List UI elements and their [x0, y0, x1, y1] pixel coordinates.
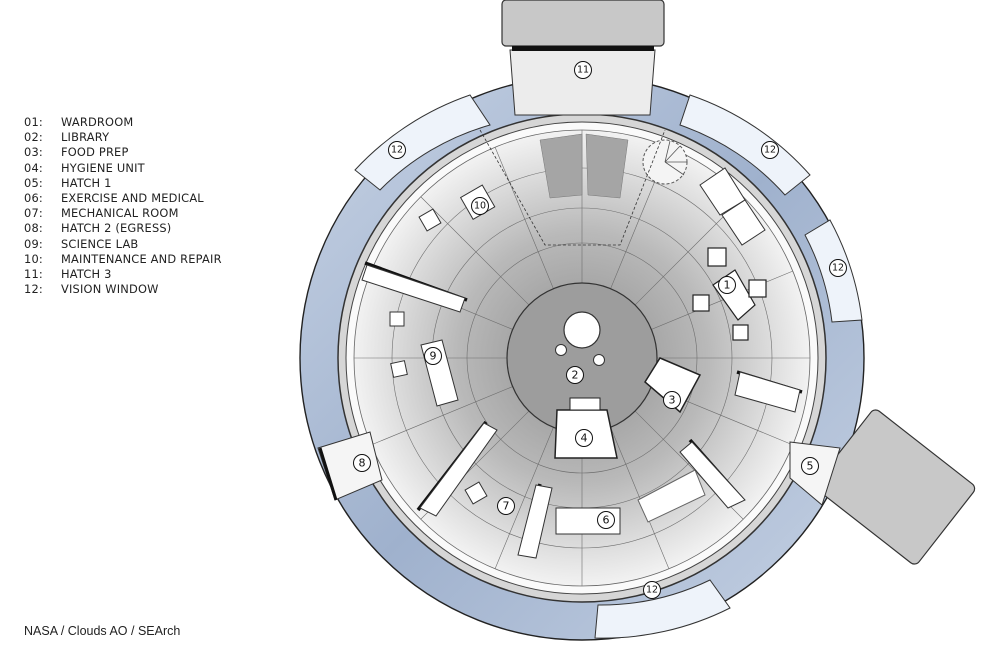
marker-12 — [388, 141, 406, 159]
marker-7 — [497, 497, 515, 515]
marker-8 — [353, 454, 371, 472]
legend-item: 07:MECHANICAL ROOM — [24, 206, 179, 221]
central-column — [563, 311, 601, 349]
svg-text:10: 10 — [474, 201, 486, 212]
marker-3 — [663, 391, 681, 409]
stowage-grilles — [539, 133, 629, 199]
marker-2 — [566, 366, 584, 384]
svg-text:9: 9 — [430, 350, 437, 363]
hatch-1-vestibule — [789, 441, 841, 506]
marker-4 — [575, 429, 593, 447]
marker-12 — [761, 141, 779, 159]
storage-units — [361, 264, 801, 559]
svg-text:4: 4 — [581, 432, 588, 445]
svg-text:3: 3 — [669, 394, 676, 407]
legend-item: 09:SCIENCE LAB — [24, 236, 139, 251]
legend-item: 04:HYGIENE UNIT — [24, 160, 145, 175]
medical-bed — [637, 469, 706, 523]
legend-item: 01:WARDROOM — [24, 115, 134, 129]
marker-10 — [471, 197, 489, 215]
storage-box — [389, 311, 405, 327]
svg-text:12: 12 — [646, 585, 658, 596]
svg-text:5: 5 — [807, 460, 814, 473]
spiral-stair — [642, 139, 688, 185]
legend-item: 05:HATCH 1 — [24, 175, 112, 190]
svg-text:2: 2 — [572, 369, 579, 382]
svg-text:12: 12 — [764, 145, 776, 156]
small-column — [593, 354, 605, 366]
library-shelf — [569, 397, 601, 411]
legend-item: 10:MAINTENANCE AND REPAIR — [24, 251, 222, 266]
svg-text:1: 1 — [724, 279, 731, 292]
upper-cabinets — [699, 167, 766, 246]
svg-text:12: 12 — [391, 145, 403, 156]
storage-box — [464, 481, 488, 505]
storage-box — [390, 360, 408, 378]
hatch-1-module — [814, 409, 976, 565]
storage-box — [418, 208, 442, 232]
legend-item: 11:HATCH 3 — [24, 267, 112, 282]
room-markers — [353, 61, 847, 599]
dashed-zone — [479, 129, 666, 246]
marker-11 — [574, 61, 592, 79]
legend-item: 03:FOOD PREP — [24, 145, 129, 160]
legend-item: 06:EXERCISE AND MEDICAL — [24, 191, 204, 206]
svg-text:8: 8 — [359, 457, 366, 470]
small-column — [555, 344, 567, 356]
image-credit: NASA / Clouds AO / SEArch — [24, 624, 181, 638]
legend-item: 08:HATCH 2 (EGRESS) — [24, 221, 172, 236]
marker-6 — [597, 511, 615, 529]
marker-5 — [801, 457, 819, 475]
svg-text:7: 7 — [503, 500, 510, 513]
marker-labels: 1 2 3 4 5 6 7 8 9 10 11 12 12 12 12 — [359, 65, 845, 596]
legend-item: 02:LIBRARY — [24, 130, 110, 145]
svg-text:12: 12 — [832, 263, 844, 274]
hatch-2-door — [318, 447, 338, 501]
legend-item: 12:VISION WINDOW — [24, 282, 159, 297]
hatch-3-module — [501, 0, 665, 116]
svg-text:11: 11 — [577, 65, 589, 76]
marker-12 — [643, 581, 661, 599]
marker-12 — [829, 259, 847, 277]
svg-text:6: 6 — [603, 514, 610, 527]
marker-9 — [424, 347, 442, 365]
room-legend: 01:WARDROOM 02:LIBRARY 03:FOOD PREP 04:H… — [24, 115, 222, 297]
marker-1 — [718, 276, 736, 294]
